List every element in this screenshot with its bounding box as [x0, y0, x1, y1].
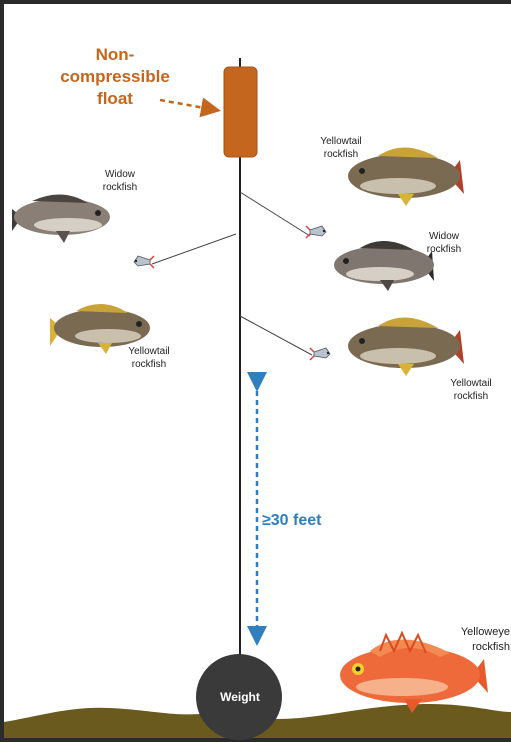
fish-label-line: Yellowtail	[114, 345, 184, 358]
yelloweye-rockfish-label: Yelloweye rockfish	[446, 625, 510, 655]
lure-icon	[134, 256, 154, 268]
weight-label: Weight	[205, 690, 275, 704]
float-label-line: float	[60, 88, 170, 110]
fish-label-line: Yellowtail	[436, 377, 506, 390]
non-compressible-float	[224, 67, 257, 157]
lure-icon	[306, 226, 326, 238]
fish-label-line: rockfish	[436, 390, 506, 403]
lure-icon	[310, 348, 330, 360]
fish-label-line: Yelloweye	[446, 625, 510, 640]
fish-label-line: rockfish	[92, 181, 148, 194]
fish-label-line: Yellowtail	[306, 135, 376, 148]
leader-upper-right	[240, 192, 310, 236]
yellowtail-rockfish-top-right-label: Yellowtail rockfish	[306, 135, 376, 161]
fish-label-line: Widow	[92, 168, 148, 181]
float-label-line: compressible	[60, 66, 170, 88]
widow-rockfish-left-label: Widow rockfish	[92, 168, 148, 194]
yellowtail-rockfish-icon	[348, 317, 464, 376]
leader-lower-right	[240, 316, 312, 355]
fish-label-line: Widow	[416, 230, 472, 243]
float-label-line: Non-	[60, 44, 170, 66]
depth-label: ≥30 feet	[262, 512, 321, 530]
widow-rockfish-right-label: Widow rockfish	[416, 230, 472, 256]
float-label: Non- compressible float	[60, 44, 170, 110]
yellowtail-rockfish-left-label: Yellowtail rockfish	[114, 345, 184, 371]
leader-left	[152, 234, 236, 264]
fish-label-line: rockfish	[114, 358, 184, 371]
fish-label-line: rockfish	[416, 243, 472, 256]
fish-label-line: rockfish	[306, 148, 376, 161]
yellowtail-rockfish-bottom-right-label: Yellowtail rockfish	[436, 377, 506, 403]
widow-rockfish-icon	[12, 194, 110, 243]
fish-label-line: rockfish	[446, 640, 510, 655]
